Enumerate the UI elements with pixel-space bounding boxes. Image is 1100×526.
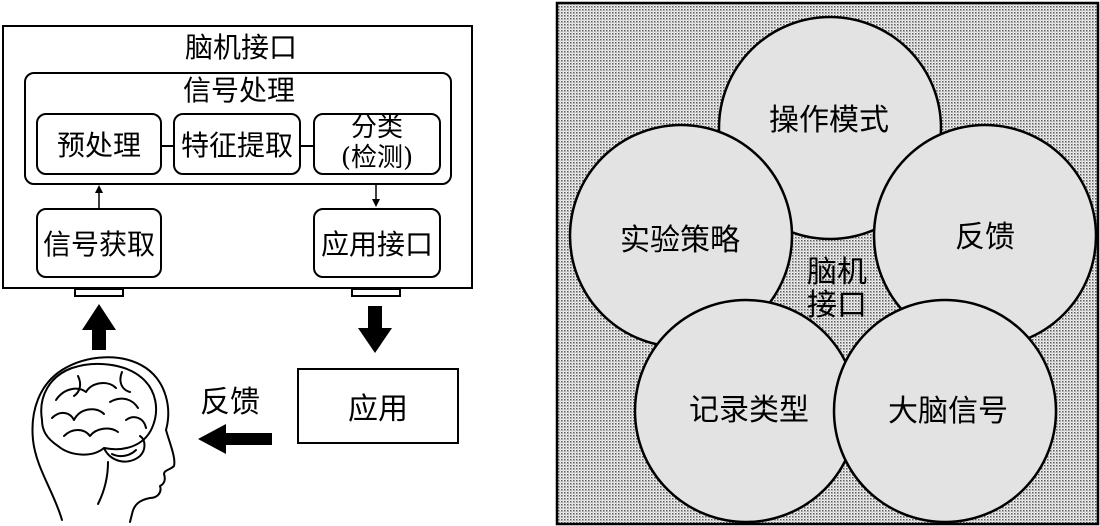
preprocess-box: 预处理 xyxy=(36,113,162,175)
classification-box: 分类 (检测) xyxy=(313,113,441,175)
signal-processing-title: 信号处理 xyxy=(183,74,296,107)
app-interface-box: 应用接口 xyxy=(313,208,441,278)
brain-to-bci-arrow xyxy=(82,304,116,350)
head-brain-icon xyxy=(31,356,176,523)
venn-center-label-line2: 接口 xyxy=(807,288,867,323)
classification-label-line2: (检测) xyxy=(340,143,414,173)
venn-label-experiment-strategy: 实验策略 xyxy=(620,223,740,258)
preprocess-label: 预处理 xyxy=(56,129,141,162)
classification-label-line1: 分类 xyxy=(350,113,403,144)
feature-extraction-box: 特征提取 xyxy=(173,113,301,175)
input-port xyxy=(74,288,124,297)
acquisition-up-arrowhead xyxy=(95,185,103,193)
app-interface-label: 应用接口 xyxy=(320,228,433,261)
feedback-arrow xyxy=(198,424,272,454)
venn-center-label-line1: 脑机 xyxy=(807,255,867,290)
venn-label-brain-signal: 大脑信号 xyxy=(888,394,1008,429)
classification-down-arrowhead xyxy=(372,199,380,207)
signal-acquisition-box: 信号获取 xyxy=(36,208,162,278)
bci-title: 脑机接口 xyxy=(185,31,298,64)
bci-to-application-arrow xyxy=(358,306,392,353)
application-box: 应用 xyxy=(297,368,459,444)
circle-brain-signal xyxy=(832,298,1058,524)
venn-label-operation-mode: 操作模式 xyxy=(769,103,889,138)
signal-acquisition-label: 信号获取 xyxy=(42,228,155,261)
feature-extraction-label: 特征提取 xyxy=(180,129,293,162)
venn-label-recording-type: 记录类型 xyxy=(689,393,809,428)
output-port xyxy=(351,288,401,297)
venn-label-feedback: 反馈 xyxy=(955,220,1015,255)
feedback-label: 反馈 xyxy=(200,385,260,420)
application-label: 应用 xyxy=(348,392,408,427)
